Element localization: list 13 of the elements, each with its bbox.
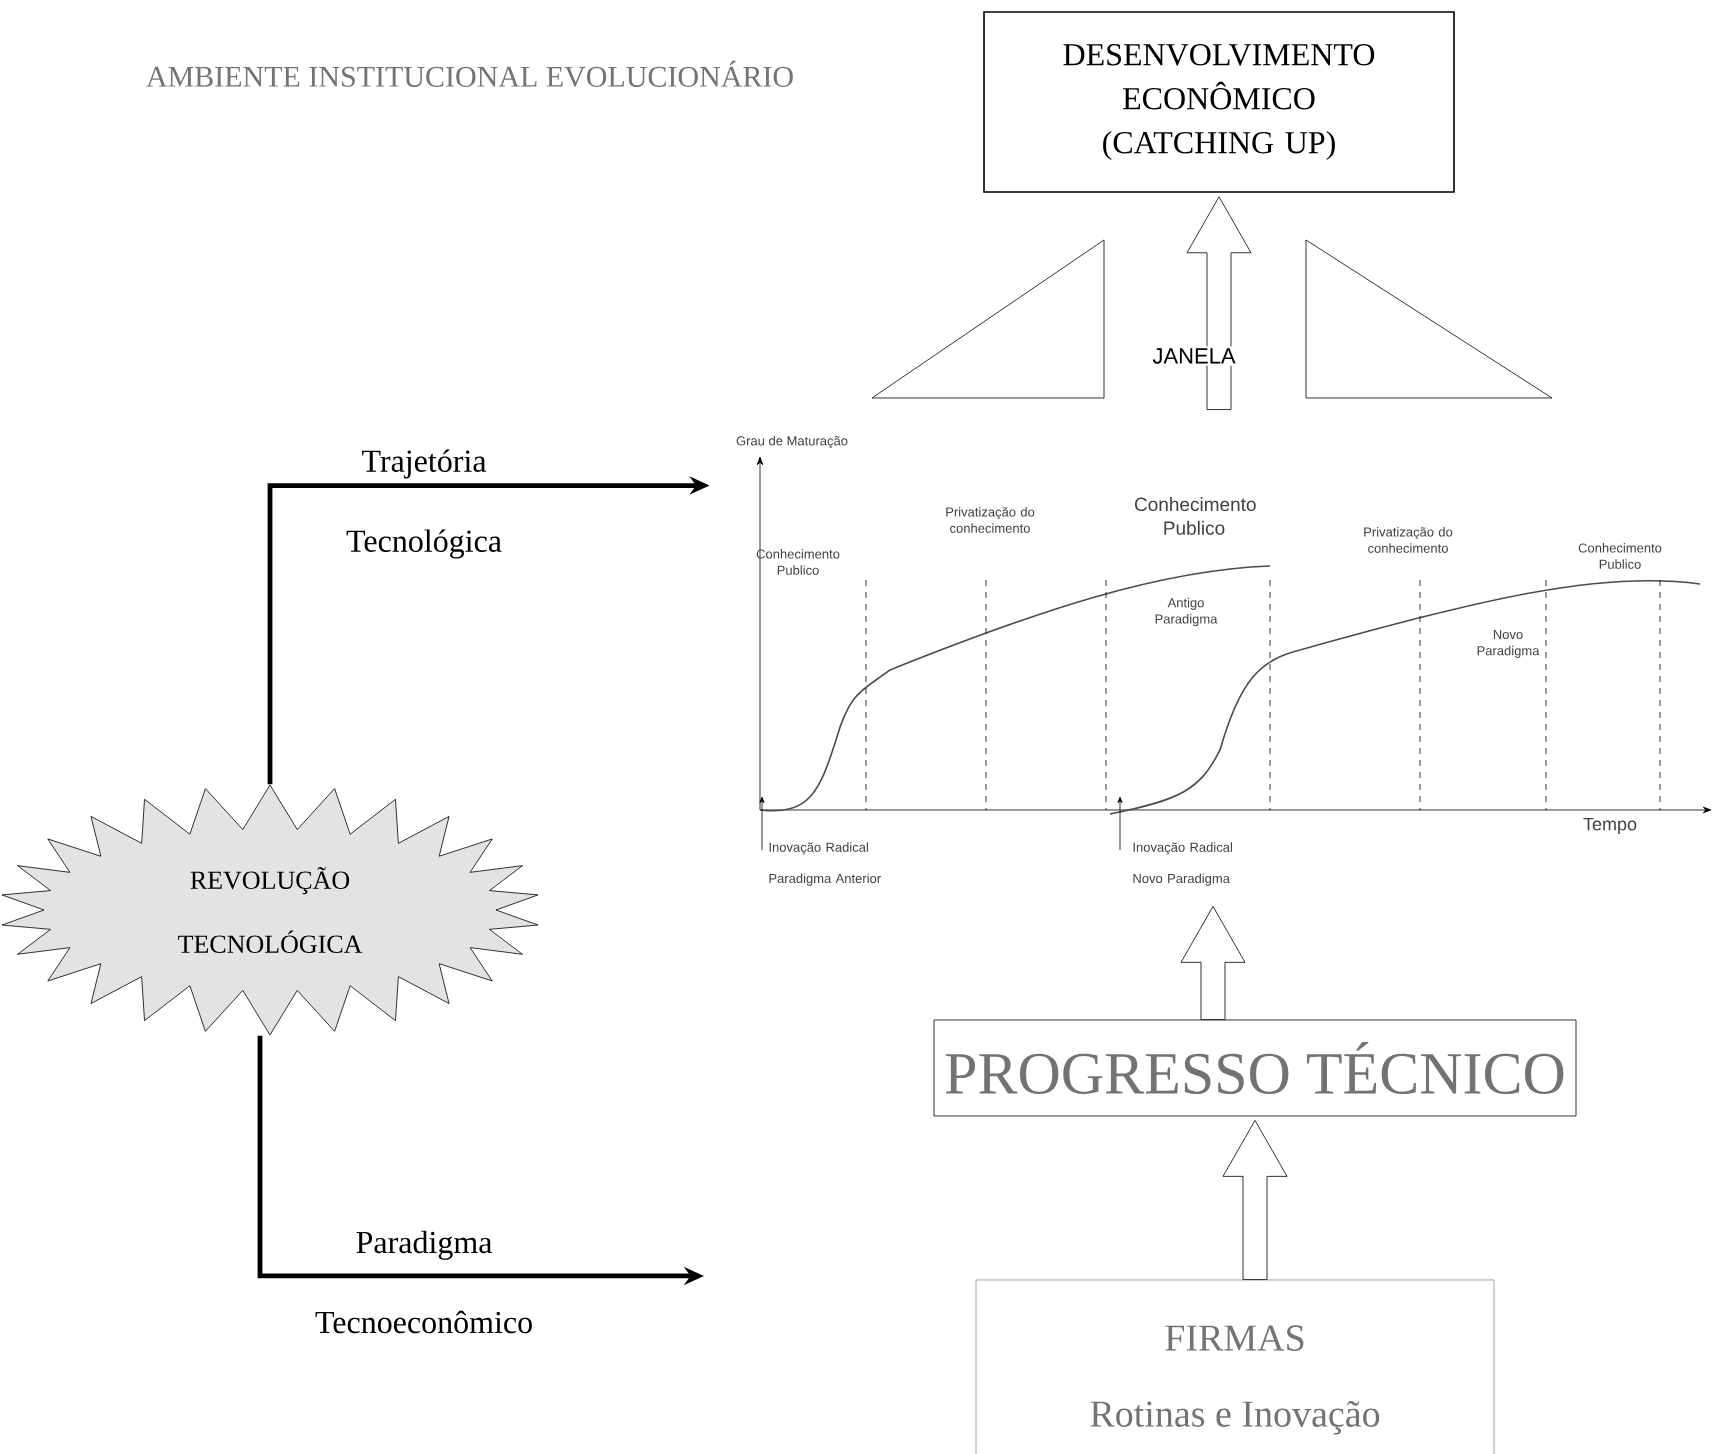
block-arrow [1222, 1119, 1288, 1280]
chart-drawing [756, 456, 1712, 851]
edge-label: JANELA [1150, 346, 1238, 366]
text-box: FIRMAS Rotinas e Inovação [975, 1279, 1495, 1454]
block-arrow [1186, 196, 1252, 410]
chart-label: Conhecimento Publico [1135, 497, 1256, 535]
text-box: PROGRESSO TÉCNICO [933, 1019, 1577, 1117]
edge-label: Paradigma Tecnoeconômico [315, 1230, 532, 1334]
text-box: DESENVOLVIMENTO ECONÔMICO (CATCHING UP) [983, 11, 1455, 193]
chart-label: Tempo [1583, 817, 1637, 835]
title-text: AMBIENTE INSTITUCIONAL EVOLUCIONÁRIO [146, 60, 793, 88]
block-arrow [1180, 905, 1246, 1020]
edge-label: Trajetória Tecnológica [346, 449, 502, 559]
